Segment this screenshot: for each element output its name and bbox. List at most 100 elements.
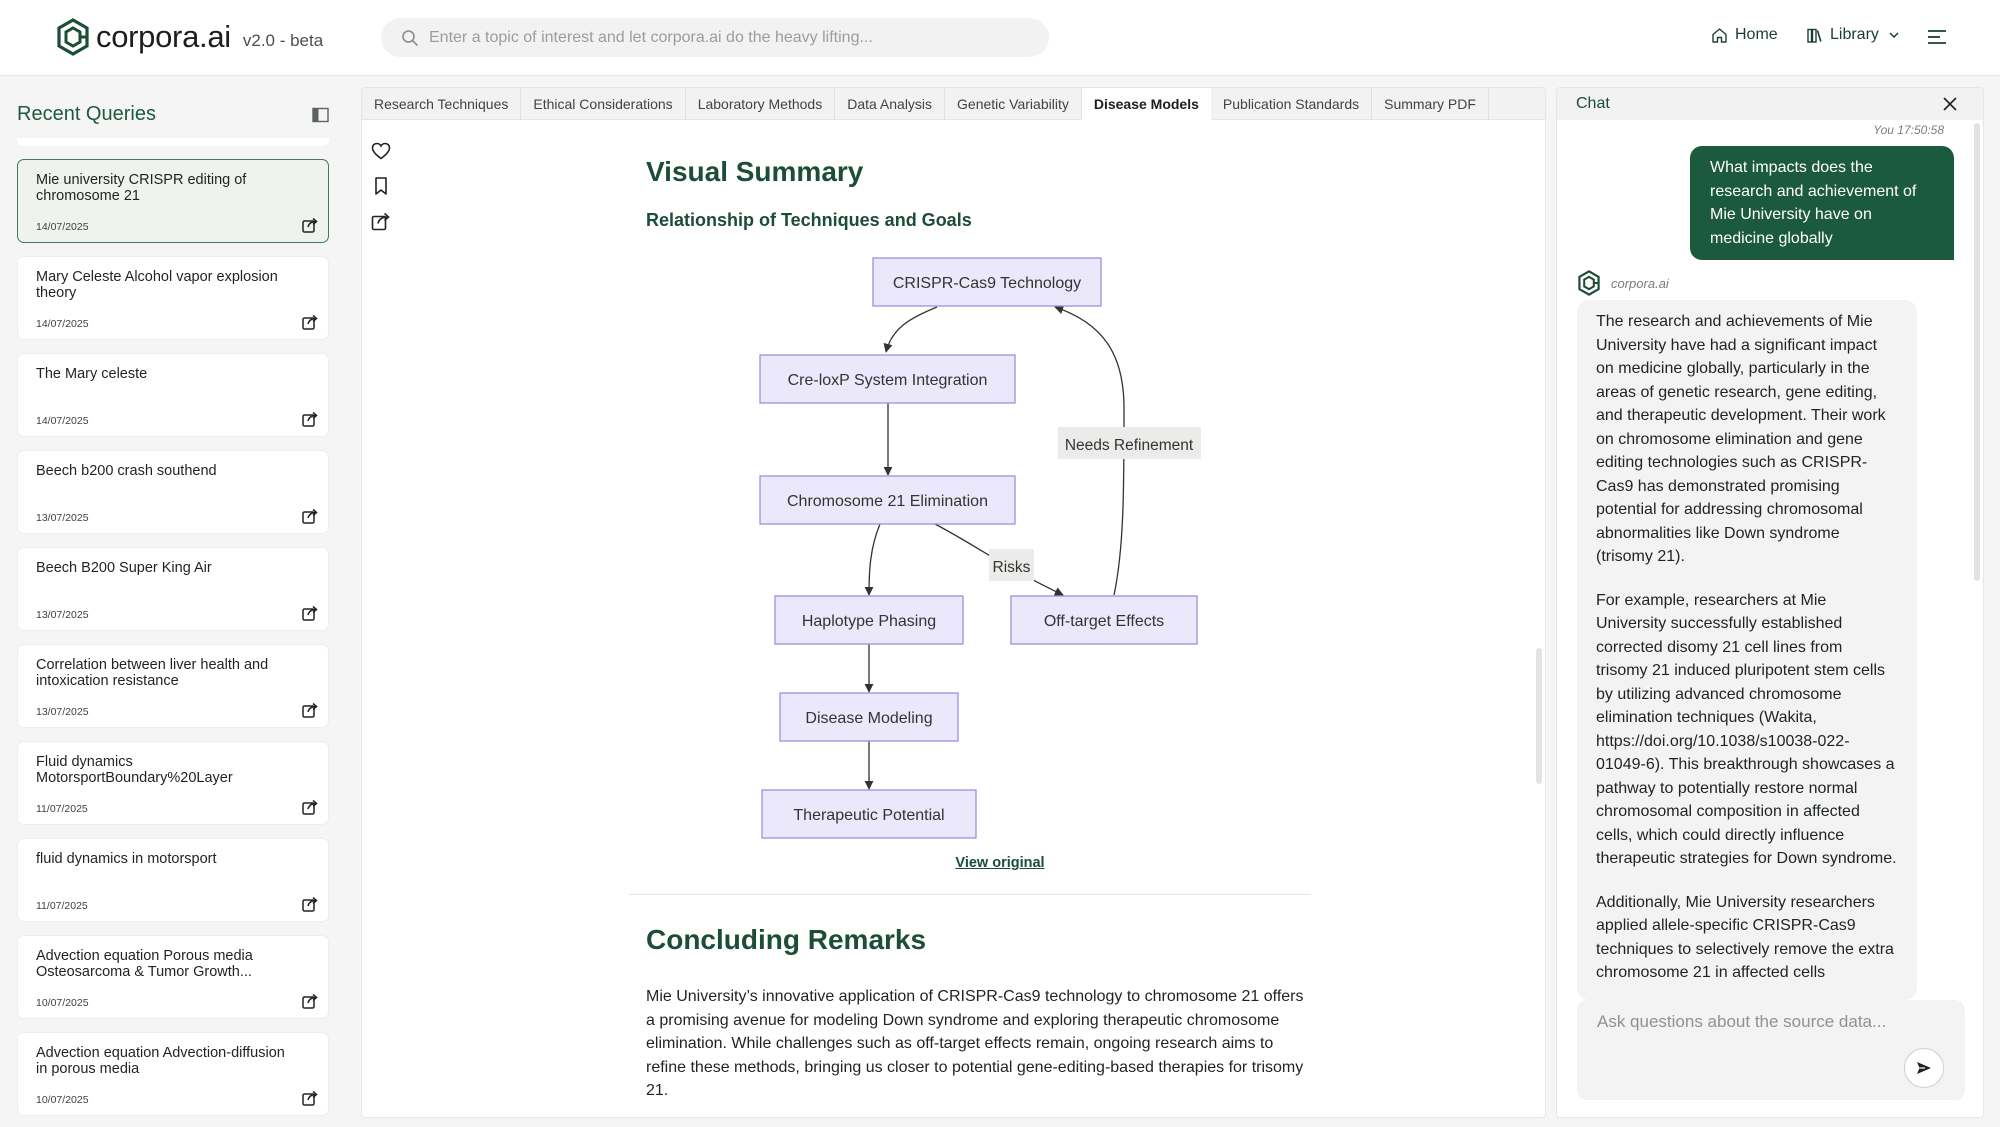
home-icon xyxy=(1712,27,1727,43)
node-disease-label: Disease Modeling xyxy=(805,710,932,727)
share-icon[interactable] xyxy=(301,701,319,719)
query-title: Fluid dynamics MotorsportBoundary%20Laye… xyxy=(36,754,233,786)
node-therapeutic-label: Therapeutic Potential xyxy=(793,807,944,824)
bot-paragraph: Additionally, Mie University researchers… xyxy=(1596,893,1894,982)
query-title: Advection equation Advection-diffusion i… xyxy=(36,1045,285,1077)
chat-scrollbar[interactable] xyxy=(1974,123,1980,581)
edge-chr21-to-offtarget xyxy=(932,522,1064,596)
tab-summary-pdf[interactable]: Summary PDF xyxy=(1372,88,1489,120)
share-icon[interactable] xyxy=(301,1089,319,1107)
sidebar-title: Recent Queries xyxy=(17,103,156,125)
share-icon[interactable] xyxy=(301,992,319,1010)
user-message-meta: You 17:50:58 xyxy=(1873,123,1944,137)
corpora-logo-icon xyxy=(57,18,89,56)
search-icon xyxy=(402,29,418,46)
query-card[interactable]: Correlation between liver health and int… xyxy=(17,644,329,728)
edge-label-refinement: Needs Refinement xyxy=(1058,427,1201,459)
query-card[interactable]: Mary Celeste Alcohol vapor explosion the… xyxy=(17,256,329,340)
content-scrollbar[interactable] xyxy=(1536,648,1542,784)
close-icon[interactable] xyxy=(1942,96,1958,112)
node-haplotype-label: Haplotype Phasing xyxy=(802,613,936,630)
nav-home-link[interactable]: Home xyxy=(1711,26,1778,44)
query-card[interactable]: Beech B200 Super King Air 13/07/2025 xyxy=(17,547,329,631)
query-date: 10/07/2025 xyxy=(36,997,89,1009)
bot-paragraph: The research and achievements of Mie Uni… xyxy=(1596,313,1886,565)
search-bar[interactable] xyxy=(381,18,1049,57)
heart-icon[interactable] xyxy=(370,140,392,162)
query-card[interactable]: The Mary celeste 14/07/2025 xyxy=(17,353,329,437)
share-icon[interactable] xyxy=(301,216,319,234)
share-icon[interactable] xyxy=(301,604,319,622)
tab-disease-models[interactable]: Disease Models xyxy=(1081,88,1211,120)
chat-header: Chat xyxy=(1557,88,1983,120)
tab-data-analysis[interactable]: Data Analysis xyxy=(835,88,946,120)
query-title: Correlation between liver health and int… xyxy=(36,657,269,689)
menu-icon[interactable] xyxy=(1927,28,1947,46)
share-icon[interactable] xyxy=(301,313,319,331)
node-haplotype: Haplotype Phasing xyxy=(774,595,964,645)
chevron-down-icon xyxy=(1889,32,1899,39)
report-panel: Research Techniques Ethical Consideratio… xyxy=(361,87,1546,1118)
node-therapeutic: Therapeutic Potential xyxy=(761,789,977,839)
share-icon[interactable] xyxy=(301,798,319,816)
chat-input-area xyxy=(1577,1000,1965,1100)
query-title: Mie university CRISPR editing of chromos… xyxy=(36,172,247,204)
query-card[interactable]: Advection equation Advection-diffusion i… xyxy=(17,1032,329,1116)
node-offtarget-label: Off-target Effects xyxy=(1044,613,1164,630)
visual-summary-heading: Visual Summary xyxy=(646,156,864,187)
section-divider xyxy=(629,894,1311,895)
node-creloxp-label: Cre-loxP System Integration xyxy=(788,372,988,389)
query-card[interactable]: Fluid dynamics MotorsportBoundary%20Laye… xyxy=(17,741,329,825)
nav-library-dropdown[interactable]: Library xyxy=(1806,26,1900,44)
node-chr21-label: Chromosome 21 Elimination xyxy=(787,493,988,510)
bookmark-icon[interactable] xyxy=(370,175,392,197)
share-icon[interactable] xyxy=(301,410,319,428)
query-card-active[interactable]: Mie university CRISPR editing of chromos… xyxy=(17,159,329,243)
user-message-bubble: What impacts does the research and achie… xyxy=(1690,146,1954,260)
chat-title: Chat xyxy=(1576,95,1610,112)
recent-queries-sidebar: Recent Queries Mie university CRISPR edi… xyxy=(0,77,346,1127)
edge-chr21-to-haplotype xyxy=(864,523,881,596)
tab-research-techniques[interactable]: Research Techniques xyxy=(362,88,522,120)
edge-crispr-to-creloxp xyxy=(883,306,938,353)
tab-laboratory-methods[interactable]: Laboratory Methods xyxy=(686,88,836,120)
chat-panel: Chat You 17:50:58 What impacts does the … xyxy=(1556,87,1984,1118)
node-disease: Disease Modeling xyxy=(779,692,959,742)
query-card[interactable]: Advection equation Porous media Osteosar… xyxy=(17,935,329,1019)
corpora-logo-icon xyxy=(1578,270,1600,296)
node-chr21: Chromosome 21 Elimination xyxy=(759,475,1016,525)
report-tabs: Research Techniques Ethical Consideratio… xyxy=(362,88,1545,120)
bot-message-meta: corpora.ai xyxy=(1577,270,1669,296)
query-title: Mary Celeste Alcohol vapor explosion the… xyxy=(36,269,278,301)
node-crispr-label: CRISPR-Cas9 Technology xyxy=(893,275,1081,292)
query-title: Beech b200 crash southend xyxy=(36,463,217,479)
edge-label-risks: Risks xyxy=(989,549,1034,581)
chat-input[interactable] xyxy=(1597,1010,1897,1070)
sidebar-scroll-edge xyxy=(17,138,329,146)
collapse-sidebar-icon[interactable] xyxy=(312,107,329,123)
tab-ethical-considerations[interactable]: Ethical Considerations xyxy=(521,88,686,120)
send-button[interactable] xyxy=(1904,1048,1944,1088)
view-original-link[interactable]: View original xyxy=(955,855,1045,871)
query-card[interactable]: Beech b200 crash southend 13/07/2025 xyxy=(17,450,329,534)
tab-genetic-variability[interactable]: Genetic Variability xyxy=(945,88,1082,120)
share-icon[interactable] xyxy=(370,210,392,232)
report-actions xyxy=(370,140,396,245)
version-label: v2.0 - beta xyxy=(242,31,324,50)
bot-paragraph: For example, researchers at Mie Universi… xyxy=(1596,591,1897,868)
share-icon[interactable] xyxy=(301,895,319,913)
query-title: Beech B200 Super King Air xyxy=(36,560,212,576)
techniques-flow-diagram: Needs Refinement Risks CRISPR-Cas9 Techn… xyxy=(759,257,1201,839)
bot-name: corpora.ai xyxy=(1611,275,1669,291)
top-header: corpora.ai v2.0 - beta Home Library xyxy=(0,0,2000,76)
bot-message-bubble: The research and achievements of Mie Uni… xyxy=(1577,300,1917,1000)
share-icon[interactable] xyxy=(301,507,319,525)
search-input[interactable] xyxy=(429,28,1029,47)
brand-logo[interactable]: corpora.ai v2.0 - beta xyxy=(56,18,323,56)
query-card[interactable]: fluid dynamics in motorsport 11/07/2025 xyxy=(17,838,329,922)
query-date: 14/07/2025 xyxy=(36,415,89,427)
tab-publication-standards[interactable]: Publication Standards xyxy=(1211,88,1373,120)
node-offtarget: Off-target Effects xyxy=(1010,595,1198,645)
node-creloxp: Cre-loxP System Integration xyxy=(759,354,1016,404)
node-crispr: CRISPR-Cas9 Technology xyxy=(872,257,1102,307)
